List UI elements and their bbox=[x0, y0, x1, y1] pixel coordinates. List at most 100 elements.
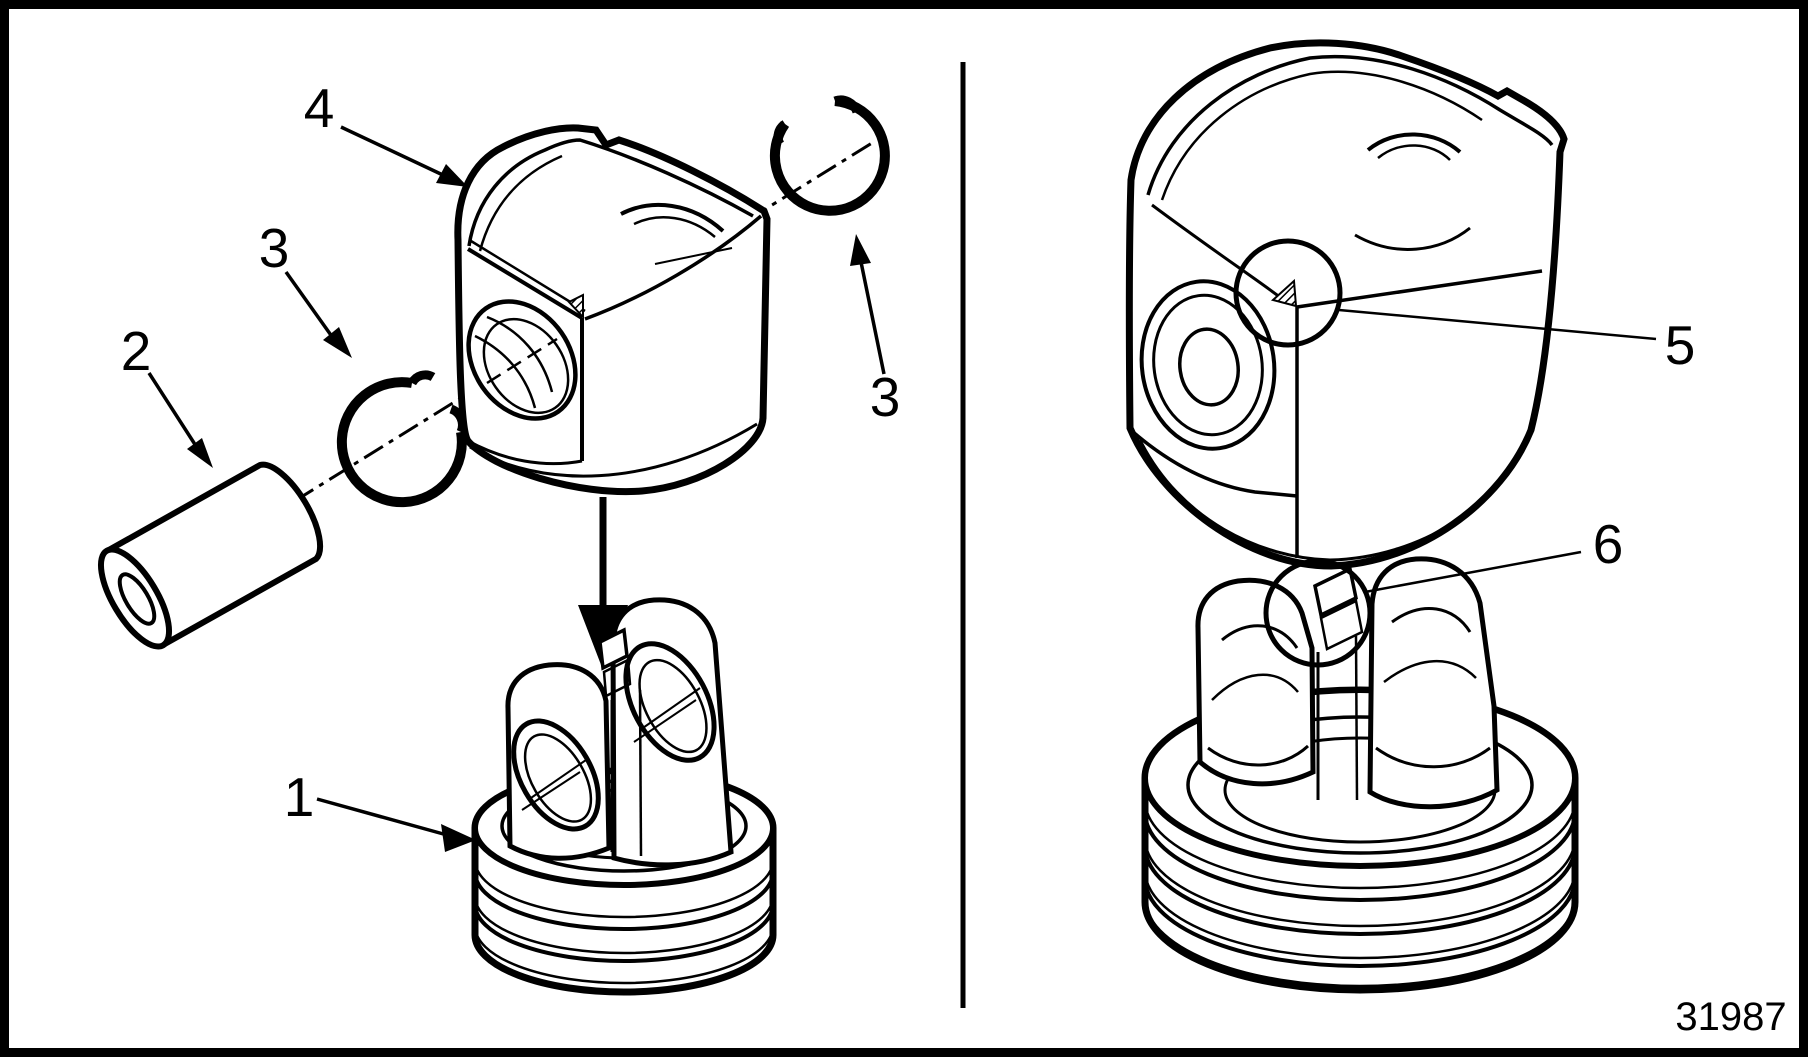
snap-ring-left-body bbox=[336, 377, 467, 508]
boss-left-slot bbox=[1221, 624, 1299, 649]
piston-crown-exploded bbox=[454, 124, 771, 496]
callout-3-left-arrowhead bbox=[323, 327, 352, 358]
skirt-pin-boss-left bbox=[505, 662, 612, 861]
callout-3-right-leader bbox=[859, 261, 886, 375]
ring-groove bbox=[1143, 845, 1577, 936]
boss-left-shading bbox=[527, 759, 587, 801]
skirt-top-rim-inner-1 bbox=[1186, 715, 1534, 855]
piston-skirt-assembled bbox=[1141, 556, 1579, 994]
boss-left-slot bbox=[1211, 673, 1299, 701]
boss-left-hole-inner bbox=[523, 733, 593, 823]
callout-3-right-label: 3 bbox=[870, 366, 901, 428]
boss-right-slot bbox=[1375, 746, 1491, 769]
crown-far-bore-inner bbox=[633, 216, 716, 238]
skirt-strut-facet-1 bbox=[1313, 566, 1358, 618]
ring-groove bbox=[473, 933, 775, 993]
detail-circle-6: 6 bbox=[1263, 513, 1624, 668]
ring-groove bbox=[473, 859, 775, 919]
detail-circle-5-ring bbox=[1233, 238, 1343, 348]
callout-1-label: 1 bbox=[284, 766, 315, 828]
callout-1-leader bbox=[316, 797, 448, 837]
callout-2-label: 2 bbox=[121, 320, 152, 382]
callout-6-label: 6 bbox=[1593, 513, 1624, 575]
exploded-view-panel: 4 3 2 3 1 bbox=[97, 77, 900, 996]
snap-ring-right-hook-2 bbox=[773, 120, 788, 147]
boss-left-shading bbox=[521, 771, 581, 811]
boss-right-slot bbox=[1383, 659, 1477, 683]
crown-rim-inner-edge-2 bbox=[1160, 70, 1483, 201]
crown-pin-boss-outer bbox=[1139, 279, 1277, 451]
callout-2: 2 bbox=[121, 320, 213, 468]
snap-ring-right-hook-1 bbox=[833, 95, 862, 114]
snap-ring-left-hook-2 bbox=[408, 370, 436, 386]
callout-5-leader bbox=[1338, 308, 1657, 341]
skirt-pin-boss-right bbox=[1367, 556, 1500, 810]
crown-bowl-edge bbox=[1354, 226, 1471, 251]
skirt-strut-edge bbox=[638, 689, 643, 857]
callout-1: 1 bbox=[284, 766, 476, 852]
crown-face-top-edge-left bbox=[1151, 203, 1286, 303]
crown-bore-chamfer-1 bbox=[486, 315, 554, 393]
detail-circle-5: 5 bbox=[1233, 238, 1695, 376]
boss-right-hole bbox=[623, 641, 717, 763]
callout-3-left: 3 bbox=[259, 217, 352, 358]
skirt-pin-boss-left bbox=[1195, 577, 1316, 787]
crown-far-bore-outer bbox=[620, 202, 725, 233]
crown-far-bore-inner bbox=[1377, 144, 1451, 161]
callout-3-left-leader bbox=[284, 270, 335, 340]
ring-groove bbox=[1143, 877, 1577, 968]
crown-rim-inner-edge bbox=[467, 138, 754, 247]
boss-right-hole-inner bbox=[638, 658, 708, 754]
crown-pin-bore-hole bbox=[1178, 327, 1240, 407]
boss-right-shading bbox=[633, 699, 697, 743]
crown-face-bottom-edge bbox=[1131, 430, 1298, 498]
ring-groove bbox=[1143, 811, 1577, 902]
snap-ring-right-body bbox=[769, 96, 890, 216]
ring-groove bbox=[473, 871, 775, 931]
crown-far-bore-centerline bbox=[654, 247, 733, 265]
crown-pin-boss-middle bbox=[1152, 293, 1264, 437]
crown-rim-inner-edge bbox=[1146, 54, 1554, 196]
crown-face-bottom-edge bbox=[467, 439, 583, 466]
piston-pin bbox=[97, 461, 324, 650]
ring-groove bbox=[1143, 799, 1577, 890]
ring-groove bbox=[1143, 897, 1577, 988]
crown-pin-bore-outer bbox=[466, 299, 578, 421]
figure-number: 31987 bbox=[1675, 995, 1786, 1039]
crown-pin-bore-inner bbox=[482, 317, 570, 415]
assembled-view-panel: 5 6 bbox=[1125, 39, 1695, 994]
bore-centerline-dashes bbox=[486, 337, 558, 385]
crown-rim-inner-edge-2 bbox=[478, 154, 563, 252]
crown-bottom-band bbox=[469, 422, 758, 478]
crown-face-top-edge bbox=[466, 247, 584, 320]
ring-groove bbox=[1143, 869, 1577, 960]
ring-groove bbox=[473, 925, 775, 985]
callout-3-right: 3 bbox=[850, 234, 900, 428]
crown-silhouette bbox=[1125, 39, 1568, 570]
callout-4: 4 bbox=[304, 77, 468, 187]
snap-ring-right bbox=[769, 95, 890, 216]
boss-left-hole bbox=[511, 718, 601, 832]
ring-groove bbox=[1143, 837, 1577, 928]
crown-spray-nozzle-mark bbox=[1270, 278, 1298, 308]
skirt-strut-facet-2 bbox=[1319, 599, 1364, 651]
callout-3-right-arrowhead bbox=[850, 234, 871, 266]
piston-skirt-exploded bbox=[471, 597, 777, 996]
skirt-strut-edge bbox=[1354, 635, 1359, 801]
detail-circle-6-ring bbox=[1263, 558, 1373, 668]
crown-spray-nozzle-mark bbox=[567, 293, 584, 320]
crown-face-top-edge-inner bbox=[470, 239, 586, 313]
callout-3-left-label: 3 bbox=[259, 217, 290, 279]
callout-4-label: 4 bbox=[304, 77, 335, 139]
boss-right-shading bbox=[639, 687, 701, 731]
crown-far-bore-outer bbox=[1366, 132, 1462, 154]
skirt-strut-facet-2 bbox=[602, 658, 632, 698]
ring-groove bbox=[473, 903, 775, 963]
crown-bore-chamfer-2 bbox=[474, 334, 537, 409]
boss-left-slot bbox=[1207, 744, 1310, 767]
piston-pin-bore-hole bbox=[117, 572, 157, 626]
callout-4-leader bbox=[340, 125, 446, 178]
skirt-strut-facet-1 bbox=[598, 627, 629, 671]
